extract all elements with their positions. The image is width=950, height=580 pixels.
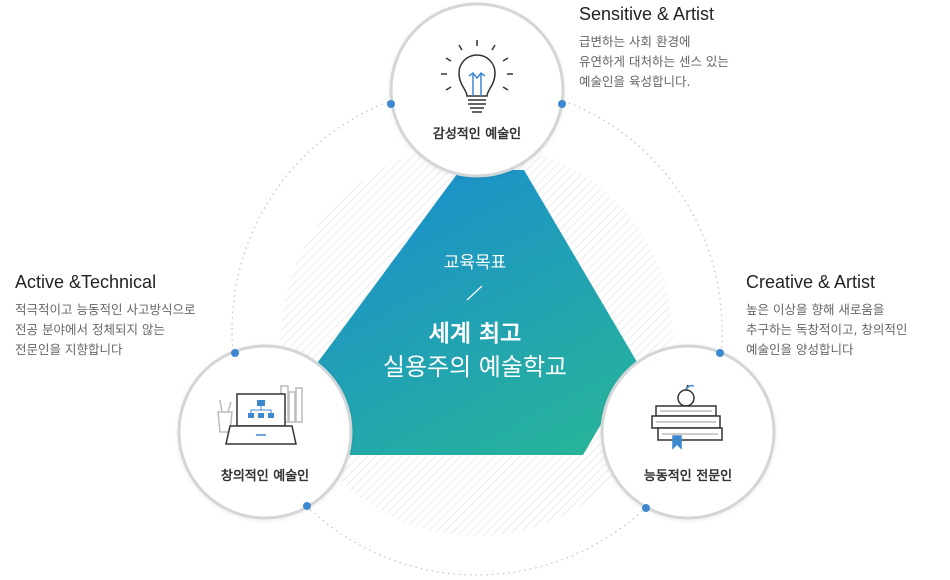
- laptop-icon: [217, 385, 303, 445]
- ring-dot: [303, 502, 311, 510]
- node-top-label: 감성적인 예술인: [433, 126, 521, 142]
- center-sub-text: 실용주의 예술학교: [383, 353, 567, 381]
- center-triangle: [318, 170, 637, 455]
- block-technical-line: 전문인을 지향합니다: [15, 342, 123, 357]
- block-sensitive-line: 예술인을 육성합니다.: [579, 74, 691, 89]
- ring-dot: [231, 349, 239, 357]
- block-creative-title: Creative & Artist: [746, 272, 876, 292]
- node-left-label: 창의적인 예술인: [221, 468, 309, 484]
- ring-dot: [558, 100, 566, 108]
- block-creative-line: 추구하는 독창적이고, 창의적인: [746, 322, 908, 337]
- outer-dotted-ring: [231, 84, 723, 576]
- block-creative-line: 예술인을 양성합니다: [746, 342, 854, 357]
- block-technical-line: 전공 분야에서 정체되지 않는: [15, 322, 165, 337]
- block-sensitive-title: Sensitive & Artist: [579, 4, 715, 24]
- block-technical: Active &Technical 적극적이고 능동적인 사고방식으로 전공 분…: [15, 272, 195, 360]
- block-sensitive: Sensitive & Artist 급변하는 사회 환경에 유연하게 대처하는…: [579, 4, 729, 92]
- node-left: 창의적인 예술인: [177, 344, 353, 520]
- center-main-text: 세계 최고: [429, 321, 522, 347]
- block-sensitive-line: 유연하게 대처하는 센스 있는: [579, 54, 729, 69]
- block-sensitive-line: 급변하는 사회 환경에: [579, 34, 691, 49]
- block-technical-line: 적극적이고 능동적인 사고방식으로: [15, 302, 196, 317]
- node-right-label: 능동적인 전문인: [644, 468, 732, 484]
- lightbulb-icon: [441, 40, 513, 113]
- ring-dot: [716, 349, 724, 357]
- center-title: 교육목표: [444, 253, 507, 273]
- block-creative-line: 높은 이상을 향해 새로움을: [746, 302, 885, 317]
- center-divider: [466, 285, 483, 301]
- block-creative: Creative & Artist 높은 이상을 향해 새로움을 추구하는 독창…: [746, 272, 907, 360]
- ring-dot: [642, 504, 650, 512]
- ring-dot: [387, 100, 395, 108]
- node-top: 감성적인 예술인: [389, 2, 565, 178]
- books-apple-icon: [651, 384, 723, 450]
- block-technical-title: Active &Technical: [15, 272, 157, 292]
- node-right: 능동적인 전문인: [600, 344, 776, 520]
